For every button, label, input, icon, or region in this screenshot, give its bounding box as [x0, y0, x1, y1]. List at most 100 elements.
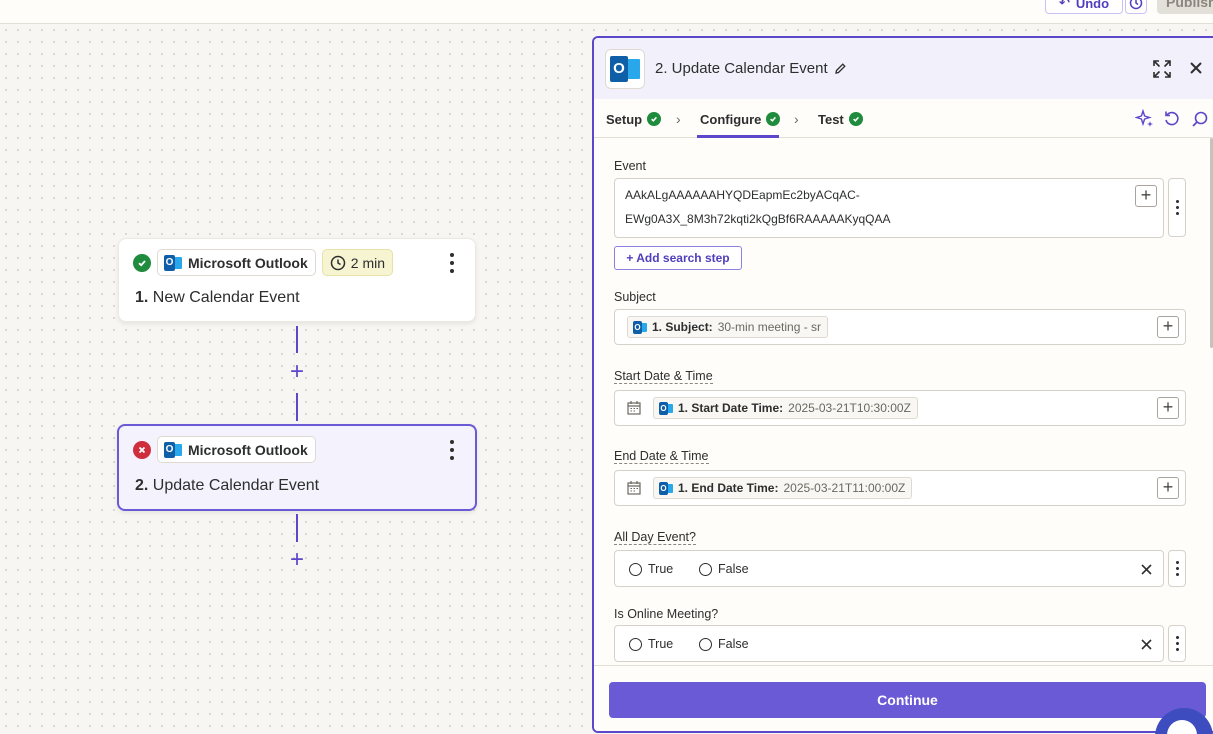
data-token[interactable]: O 1. End Date Time: 2025-03-21T11:00:00Z [653, 477, 913, 499]
undo-button[interactable]: ↶ Undo [1045, 0, 1123, 14]
search-icon[interactable] [1191, 110, 1209, 128]
error-x-icon [133, 440, 151, 459]
token-key: 1. Start Date Time: [678, 401, 784, 415]
token-key: 1. Subject: [652, 320, 713, 334]
edit-pencil-icon[interactable] [834, 62, 847, 75]
radio-circle-icon [629, 637, 642, 651]
insert-data-button[interactable]: + [1135, 185, 1157, 207]
undo-icon: ↶ [1058, 0, 1070, 10]
add-search-step-button[interactable]: + Add search step [614, 246, 742, 270]
insert-data-button[interactable]: + [1157, 397, 1179, 419]
history-button[interactable] [1125, 0, 1147, 14]
tab-setup[interactable]: Setup [606, 109, 662, 129]
add-search-step-label: + Add search step [626, 251, 730, 265]
undo-label: Undo [1075, 0, 1110, 11]
radio-false[interactable]: False [699, 562, 749, 576]
tab-label: Configure [700, 111, 762, 127]
data-token[interactable]: O 1. Subject: 30-min meeting - sr [627, 316, 829, 338]
chat-icon [1167, 720, 1197, 734]
online-meeting-label: Is Online Meeting? [614, 607, 719, 621]
radio-true[interactable]: True [629, 637, 673, 651]
panel-title: 2. Update Calendar Event [655, 60, 828, 77]
app-name: Microsoft Outlook [188, 441, 308, 458]
step-editor-panel: O 2. Update Calendar Event Setup › Confi… [592, 36, 1213, 733]
step-name: Update Calendar Event [152, 477, 320, 494]
duration-text: 2 min [350, 254, 386, 271]
history-icon [1129, 0, 1143, 10]
outlook-icon: O [633, 320, 647, 334]
add-step-button[interactable]: + [289, 546, 304, 573]
all-day-field: True False [614, 550, 1164, 587]
field-options-button[interactable] [1168, 625, 1186, 662]
token-key: 1. End Date Time: [678, 481, 779, 495]
publish-button[interactable]: Publish [1157, 0, 1213, 14]
app-pill: O Microsoft Outlook [157, 249, 316, 276]
step-menu-button[interactable] [449, 253, 455, 273]
subject-field[interactable]: O 1. Subject: 30-min meeting - sr + [614, 309, 1186, 345]
data-token[interactable]: O 1. Start Date Time: 2025-03-21T10:30:0… [653, 397, 918, 419]
chevron-right-icon: › [676, 111, 681, 127]
continue-button[interactable]: Continue [609, 682, 1206, 718]
tab-test[interactable]: Test [818, 109, 863, 129]
radio-true[interactable]: True [629, 562, 673, 576]
event-value-line: EWg0A3X_8M3h72kqti2kQgBf6RAAAAAKyqQAA [625, 212, 891, 226]
outlook-icon: O [659, 401, 673, 415]
connector-line [296, 514, 298, 542]
duration-badge: 2 min [321, 249, 394, 276]
app-pill: O Microsoft Outlook [157, 436, 316, 463]
insert-data-button[interactable]: + [1157, 316, 1179, 338]
clear-icon[interactable] [1141, 639, 1152, 650]
end-date-label: End Date & Time [614, 449, 709, 464]
panel-app-icon: O [605, 49, 645, 89]
connector-line [296, 326, 298, 353]
radio-label: True [648, 562, 674, 576]
radio-circle-icon [629, 562, 642, 576]
fields-scroll-area[interactable]: Event AAkALgAAAAAAHYQDEapmEc2byACqAC- EW… [594, 138, 1213, 665]
check-icon [848, 112, 863, 126]
outlook-icon: O [659, 481, 673, 495]
radio-false[interactable]: False [699, 637, 749, 651]
step-tabs: Setup › Configure › Test [594, 99, 1213, 138]
ai-sparkle-icon[interactable] [1135, 109, 1155, 129]
success-check-icon [133, 253, 151, 272]
radio-label: False [718, 562, 749, 576]
chevron-right-icon: › [794, 111, 799, 127]
step-card-2[interactable]: O Microsoft Outlook 2. Update Calendar E… [117, 424, 477, 511]
add-step-button[interactable]: + [289, 358, 304, 385]
step-number: 1. [135, 289, 149, 306]
outlook-icon: O [164, 254, 182, 271]
radio-circle-icon [699, 637, 712, 651]
radio-circle-icon [699, 562, 712, 576]
token-value: 30-min meeting - sr [717, 320, 822, 334]
event-field[interactable]: AAkALgAAAAAAHYQDEapmEc2byACqAC- EWg0A3X_… [614, 178, 1164, 238]
token-value: 2025-03-21T10:30:00Z [788, 401, 911, 415]
insert-data-button[interactable]: + [1157, 477, 1179, 499]
event-label: Event [614, 159, 646, 173]
field-options-button[interactable] [1168, 550, 1186, 587]
end-date-field[interactable]: O 1. End Date Time: 2025-03-21T11:00:00Z… [614, 470, 1186, 506]
tab-label: Test [818, 111, 844, 127]
step-card-1[interactable]: O Microsoft Outlook 2 min 1. New Calenda… [118, 238, 476, 322]
top-bar: ↶ Undo Publish [0, 0, 1213, 24]
calendar-icon [627, 481, 641, 495]
radio-label: False [718, 637, 749, 651]
start-date-field[interactable]: O 1. Start Date Time: 2025-03-21T10:30:0… [614, 390, 1186, 426]
step-menu-button[interactable] [449, 440, 455, 460]
check-icon [647, 112, 662, 126]
event-value-line: AAkALgAAAAAAHYQDEapmEc2byACqAC- [625, 188, 860, 202]
active-tab-indicator [697, 135, 779, 138]
field-options-button[interactable] [1168, 178, 1186, 237]
clear-icon[interactable] [1141, 564, 1152, 575]
expand-icon[interactable] [1152, 59, 1172, 79]
tab-configure[interactable]: Configure [700, 109, 781, 129]
outlook-icon: O [164, 441, 182, 458]
step-name: New Calendar Event [152, 289, 300, 306]
step-number: 2. [135, 477, 149, 494]
check-icon [766, 112, 781, 126]
close-icon[interactable] [1188, 60, 1204, 76]
refresh-icon[interactable] [1163, 110, 1181, 128]
scrollbar-thumb[interactable] [1210, 138, 1213, 348]
outlook-icon: O [610, 56, 640, 82]
online-meeting-field: True False [614, 625, 1164, 662]
panel-footer: Continue [594, 665, 1213, 731]
